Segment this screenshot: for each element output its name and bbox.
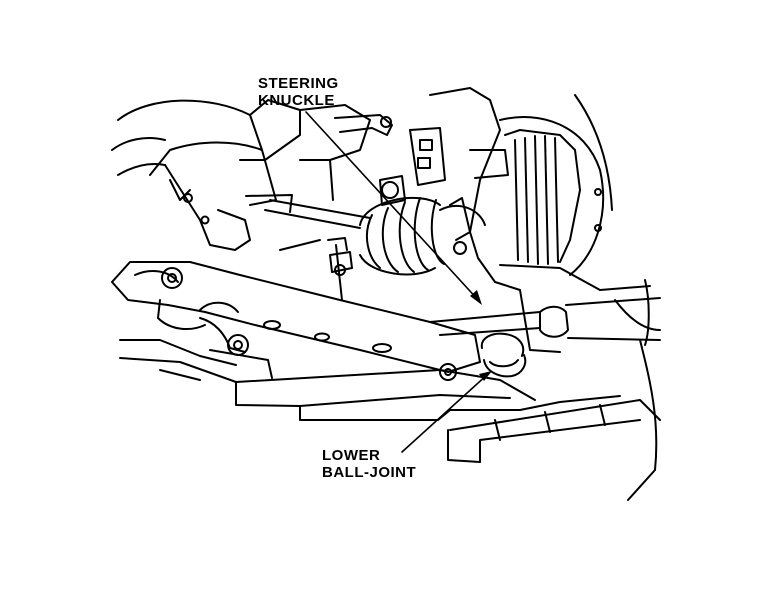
lower-ball-joint-label-line2: BALL-JOINT [322,464,417,481]
steering-knuckle [379,87,521,291]
fender [574,94,661,501]
leader-lines [305,111,489,453]
lower-ball-joint-label: LOWER BALL-JOINT [322,447,416,481]
subframe [119,339,661,463]
lower-control-arm [111,261,481,379]
body-panel [111,99,371,251]
tie-rod [429,279,661,353]
steering-knuckle-arrowhead [470,290,482,305]
lower-ball-joint-leader [401,373,489,453]
stabilizer-link [327,237,353,301]
steering-knuckle-leader [305,111,481,303]
steering-knuckle-label-line1: STEERING [258,75,339,92]
steering-knuckle-label-line2: KNUCKLE [258,92,335,109]
lower-ball-joint-arrowhead [479,371,492,381]
brake-rotor [499,116,605,291]
upper-link [264,114,393,229]
steering-knuckle-label: STEERING KNUCKLE [258,75,339,109]
cv-boot [359,197,471,276]
lower-ball-joint-label-line1: LOWER [322,447,381,464]
